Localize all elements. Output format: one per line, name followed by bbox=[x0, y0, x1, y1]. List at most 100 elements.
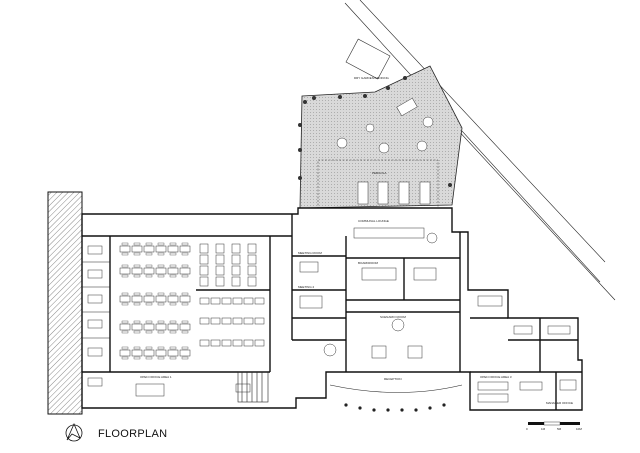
workstation-desk bbox=[247, 276, 257, 287]
workstation-desk bbox=[119, 245, 131, 253]
workstation-desk bbox=[131, 295, 143, 303]
scale-bar: 0 1M 5M 10M bbox=[526, 421, 582, 431]
workstation-desk bbox=[210, 297, 221, 305]
workstation-chair bbox=[133, 292, 141, 296]
workstation-desk bbox=[199, 265, 209, 276]
workstation-chair bbox=[157, 320, 165, 324]
meeting-tables bbox=[135, 227, 438, 397]
workstation-desk bbox=[179, 245, 191, 253]
workstation-chair bbox=[145, 252, 153, 256]
workstation-chair bbox=[157, 242, 165, 246]
north-arrow-icon bbox=[65, 422, 83, 442]
workstation-desk bbox=[167, 245, 179, 253]
building-walls bbox=[81, 207, 583, 411]
manager-label: MANAGER OFFICE bbox=[546, 401, 573, 405]
workstation-chair bbox=[145, 242, 153, 246]
workstation-desk bbox=[199, 297, 210, 305]
workstation-desk bbox=[232, 297, 243, 305]
workstation-chair bbox=[133, 274, 141, 278]
workstation-desk bbox=[199, 339, 210, 347]
workstation-chair bbox=[169, 320, 177, 324]
workstation-desk bbox=[247, 254, 257, 265]
open-office-desks bbox=[119, 242, 265, 360]
workstation-desk bbox=[131, 267, 143, 275]
workstation-chair bbox=[133, 264, 141, 268]
workstation-chair bbox=[145, 292, 153, 296]
workstation-desk bbox=[243, 339, 254, 347]
workstation-desk bbox=[119, 295, 131, 303]
workstation-desk bbox=[232, 317, 243, 325]
open-office-1-label: OPEN OFFICE AREA 1 bbox=[140, 375, 172, 379]
workstation-desk bbox=[179, 295, 191, 303]
scenario-label: SCENARIO ROOM bbox=[380, 315, 406, 319]
workstation-chair bbox=[181, 320, 189, 324]
workstation-desk bbox=[155, 323, 167, 331]
workstation-desk bbox=[143, 267, 155, 275]
workstation-chair bbox=[157, 292, 165, 296]
workstation-chair bbox=[169, 330, 177, 334]
workstation-chair bbox=[169, 264, 177, 268]
workstation-chair bbox=[121, 252, 129, 256]
workstation-chair bbox=[133, 302, 141, 306]
workstation-desk bbox=[210, 339, 221, 347]
workstation-desk bbox=[119, 349, 131, 357]
workstation-chair bbox=[133, 330, 141, 334]
workstation-chair bbox=[145, 302, 153, 306]
dry-garden-label: DRY GARDEN/SMOKING bbox=[354, 76, 390, 80]
workstation-chair bbox=[169, 274, 177, 278]
floorplan-title: FLOORPLAN bbox=[98, 428, 167, 440]
workstation-desk bbox=[119, 267, 131, 275]
workstation-desk bbox=[254, 339, 265, 347]
entrance-canopy bbox=[329, 384, 463, 412]
workstation-chair bbox=[169, 356, 177, 360]
workstation-chair bbox=[145, 330, 153, 334]
workstation-desk bbox=[143, 295, 155, 303]
workstation-desk bbox=[167, 295, 179, 303]
workstation-chair bbox=[181, 252, 189, 256]
workstation-desk bbox=[221, 339, 232, 347]
workstation-chair bbox=[169, 242, 177, 246]
workstation-chair bbox=[169, 292, 177, 296]
workstation-chair bbox=[181, 274, 189, 278]
workstation-desk bbox=[231, 243, 241, 254]
workstation-chair bbox=[157, 252, 165, 256]
workstation-chair bbox=[121, 320, 129, 324]
side-offices bbox=[82, 245, 110, 387]
scale-2: 5M bbox=[557, 427, 562, 431]
workstation-desk bbox=[210, 317, 221, 325]
terrace-tables bbox=[336, 97, 434, 205]
workstation-desk bbox=[254, 297, 265, 305]
workstation-chair bbox=[181, 264, 189, 268]
meeting-b-label: MEETING 2 bbox=[298, 285, 315, 289]
workstation-desk bbox=[179, 349, 191, 357]
workstation-chair bbox=[157, 302, 165, 306]
workstation-desk bbox=[231, 276, 241, 287]
workstation-desk bbox=[215, 276, 225, 287]
workstation-chair bbox=[181, 346, 189, 350]
workstation-chair bbox=[133, 242, 141, 246]
workstation-desk bbox=[221, 317, 232, 325]
boardroom-label: BOARDROOM bbox=[358, 261, 379, 265]
workstation-desk bbox=[155, 349, 167, 357]
workstation-chair bbox=[157, 264, 165, 268]
workstation-chair bbox=[157, 346, 165, 350]
workstation-chair bbox=[133, 346, 141, 350]
workstation-chair bbox=[181, 330, 189, 334]
communal-label: COMMUNAL LOUNGE bbox=[358, 219, 389, 223]
workstation-chair bbox=[145, 264, 153, 268]
reception-label: RECEPTION bbox=[384, 377, 402, 381]
workstation-desk bbox=[231, 265, 241, 276]
workstation-chair bbox=[121, 264, 129, 268]
workstation-desk bbox=[167, 349, 179, 357]
open-office-3-label: OPEN OFFICE AREA 3 bbox=[480, 375, 512, 379]
workstation-chair bbox=[121, 356, 129, 360]
workstation-chair bbox=[157, 274, 165, 278]
workstation-desk bbox=[143, 349, 155, 357]
workstation-chair bbox=[145, 274, 153, 278]
workstation-desk bbox=[199, 254, 209, 265]
workstation-chair bbox=[181, 292, 189, 296]
scale-1: 1M bbox=[541, 427, 546, 431]
workstation-desk bbox=[199, 317, 210, 325]
workstation-desk bbox=[131, 245, 143, 253]
